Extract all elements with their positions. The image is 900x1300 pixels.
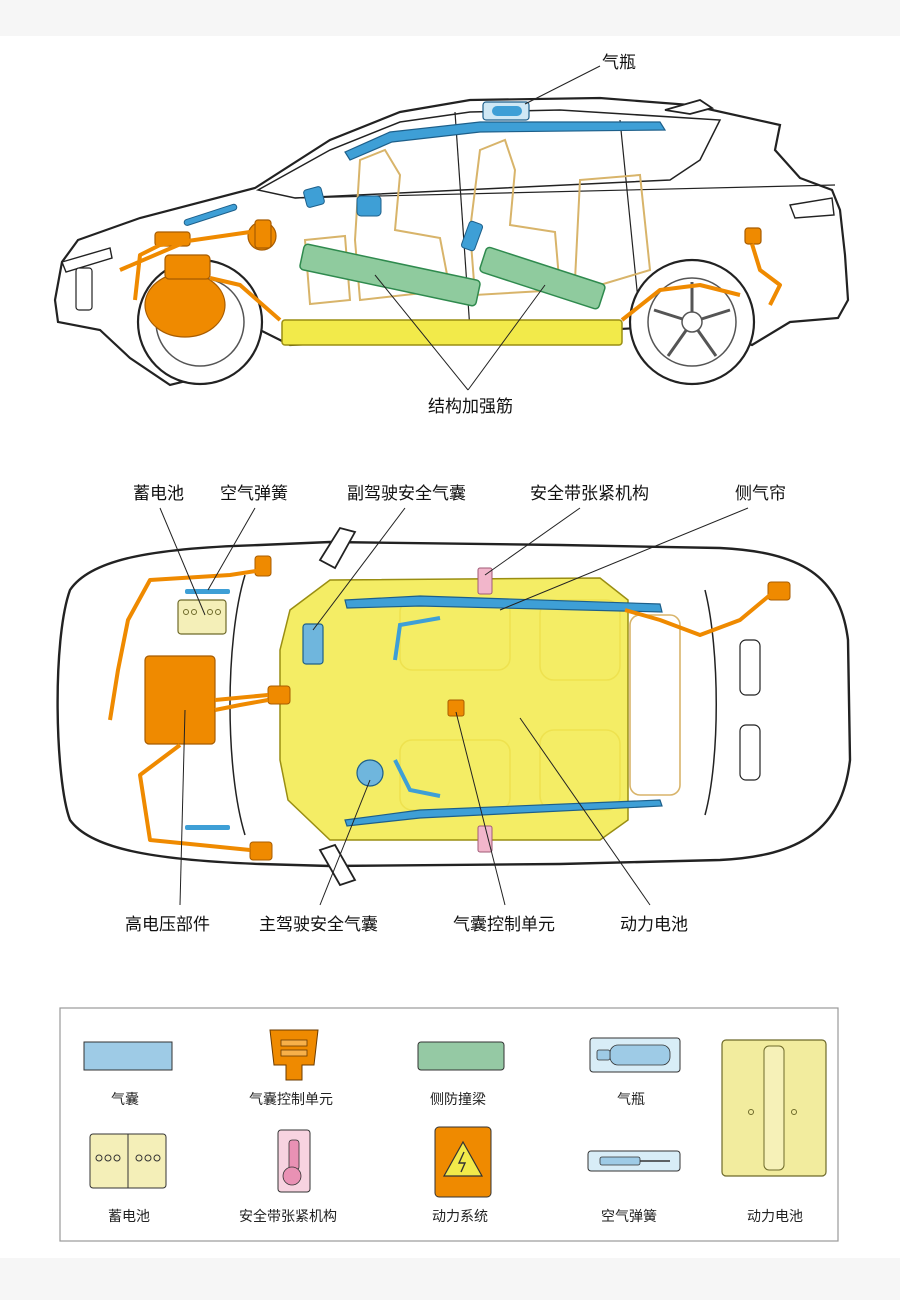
side-rear-wheel xyxy=(628,258,756,386)
beam-leader-1 xyxy=(374,274,469,391)
legend-label-side-impact-beam: 侧防撞梁 xyxy=(430,1092,486,1108)
side-airbag-1 xyxy=(303,186,325,208)
side-air-spring xyxy=(183,203,238,226)
top-rear-glass xyxy=(704,589,717,816)
air-spring-icon xyxy=(587,1150,681,1172)
side-impact-beam-rear xyxy=(479,246,606,310)
leader-passenger-airbag xyxy=(312,507,406,631)
side-impact-beam-front xyxy=(299,243,481,307)
legend-label-airbag: 气囊 xyxy=(111,1091,139,1108)
side-rear-light xyxy=(789,197,835,219)
label-battery-12v: 蓄电池 xyxy=(133,484,184,504)
top-hv-cables xyxy=(108,568,772,852)
power-battery-icon xyxy=(721,1039,827,1177)
beam-leader-2 xyxy=(467,284,546,391)
legend-label-airbag-control-unit: 气囊控制单元 xyxy=(249,1091,333,1108)
legend-label-powertrain: 动力系统 xyxy=(432,1209,488,1225)
leader-driver-airbag xyxy=(319,779,371,906)
seatbelt-tensioner-icon xyxy=(277,1129,311,1193)
side-airbag-2 xyxy=(356,195,382,217)
top-seatbelt-line-lower xyxy=(393,759,441,798)
legend-label-seatbelt-tensioner: 安全带张紧机构 xyxy=(239,1208,337,1225)
legend-label-power-battery: 动力电池 xyxy=(747,1209,803,1225)
top-rear-window-1 xyxy=(739,639,761,696)
leader-control-unit xyxy=(455,711,506,906)
side-hv-cables-rear xyxy=(620,243,782,322)
side-view: 气瓶 结构加强筋 xyxy=(53,53,850,417)
leader-seatbelt xyxy=(484,507,581,576)
top-curtain-airbag-lower xyxy=(344,799,663,827)
leader-high-voltage xyxy=(179,709,186,906)
side-high-voltage-front xyxy=(144,219,277,338)
top-seatbelt-line-upper xyxy=(393,616,441,661)
side-front-grille xyxy=(75,267,93,311)
top-battery-12v xyxy=(177,599,227,635)
legend: 气囊 气囊控制单元 侧防撞梁 气瓶 动力电池 蓄电池 安全带张紧机构 动力系统 … xyxy=(59,1007,839,1242)
label-gas-cylinder: 气瓶 xyxy=(602,53,636,73)
leader-air-spring xyxy=(207,507,256,591)
label-air-spring: 空气弹簧 xyxy=(220,484,288,504)
airbag-control-unit-icon xyxy=(269,1029,319,1081)
top-air-spring-rear xyxy=(185,825,230,830)
high-voltage-warning-icon xyxy=(434,1126,492,1198)
top-high-voltage-box xyxy=(144,655,216,745)
label-passenger-airbag: 副驾驶安全气囊 xyxy=(347,484,466,504)
bottom-band xyxy=(0,1258,900,1300)
top-curtain-airbag-upper xyxy=(344,595,663,613)
side-window-line xyxy=(255,109,722,199)
legend-label-battery: 蓄电池 xyxy=(108,1209,150,1225)
side-front-light xyxy=(61,247,113,273)
side-hv-cables-front xyxy=(119,230,282,322)
side-belt-line xyxy=(294,184,836,199)
side-impact-beam-icon xyxy=(417,1041,505,1071)
label-seatbelt-tensioner: 安全带张紧机构 xyxy=(530,484,649,504)
side-gas-cylinder xyxy=(482,101,530,121)
top-passenger-airbag xyxy=(302,623,324,665)
label-structural-beam: 结构加强筋 xyxy=(428,397,513,417)
top-hv-motor-junction xyxy=(267,685,291,705)
top-view: 蓄电池 空气弹簧 副驾驶安全气囊 安全带张紧机构 侧气帘 高电压部件 主驾驶安全… xyxy=(56,484,852,935)
leader-side-curtain xyxy=(499,507,749,611)
label-power-battery: 动力电池 xyxy=(620,915,688,935)
top-air-spring-front xyxy=(185,589,230,594)
airbag-icon xyxy=(83,1041,173,1071)
top-mirror-left xyxy=(318,526,357,570)
top-hv-lower-unit xyxy=(249,841,273,861)
side-high-voltage-rear xyxy=(744,227,762,245)
label-side-curtain: 侧气帘 xyxy=(735,484,786,504)
leader-battery-12v xyxy=(159,507,206,616)
legend-label-air-spring: 空气弹簧 xyxy=(601,1209,657,1225)
leader-power-battery xyxy=(519,717,651,906)
top-hv-motor-front xyxy=(254,555,272,577)
side-door-line-2 xyxy=(619,119,641,321)
legend-label-gas-cylinder: 气瓶 xyxy=(617,1092,645,1108)
top-seatbelt-tensioner-upper xyxy=(477,567,493,595)
top-airbag-control-unit xyxy=(447,699,465,717)
top-rear-window-2 xyxy=(739,724,761,781)
top-mirror-right xyxy=(318,843,357,887)
battery-icon xyxy=(89,1133,167,1189)
gas-cylinder-icon xyxy=(589,1037,681,1073)
top-seatbelt-tensioner-lower xyxy=(477,825,493,853)
side-airbag-3 xyxy=(460,220,484,252)
label-high-voltage: 高电压部件 xyxy=(125,915,210,935)
side-curtain-airbag xyxy=(344,121,667,161)
label-control-unit: 气囊控制单元 xyxy=(453,915,555,935)
side-power-battery xyxy=(281,319,623,346)
top-band xyxy=(0,0,900,36)
label-driver-airbag: 主驾驶安全气囊 xyxy=(259,915,378,935)
top-driver-airbag xyxy=(356,759,384,787)
gas-cylinder-leader xyxy=(524,65,601,105)
side-spoiler xyxy=(664,99,715,115)
top-hv-rear-unit xyxy=(767,581,791,601)
